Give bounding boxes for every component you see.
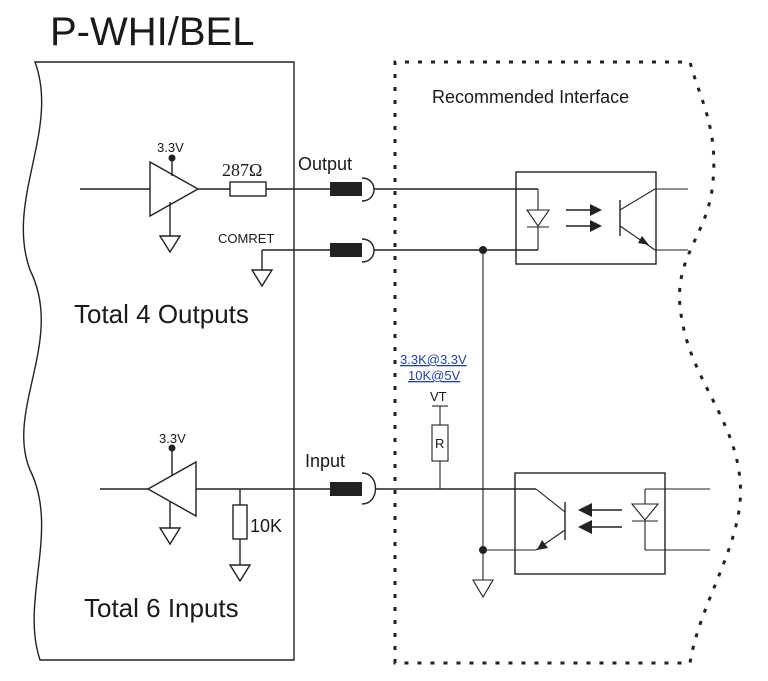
comret-connector-pin — [330, 243, 362, 257]
comret-connector-socket — [361, 238, 375, 263]
input-pulldown-resistor — [232, 504, 248, 540]
output-buffer — [149, 160, 200, 218]
input-label: Input — [305, 451, 345, 471]
input-optocoupler — [514, 472, 666, 575]
output-label: Output — [298, 154, 352, 174]
interface-label: Recommended Interface — [432, 87, 629, 107]
output-connector-socket — [361, 177, 375, 202]
output-circuit: 3.3V 287Ω Output COMRET — [74, 140, 688, 329]
input-connector-pin — [330, 482, 362, 496]
input-connector-socket — [361, 472, 377, 505]
input-junction-dot — [479, 546, 487, 554]
output-connector-pin — [330, 182, 362, 196]
device-block — [22, 61, 295, 661]
pullup-link-5v[interactable]: 10K@5V — [408, 368, 461, 383]
input-pulldown-ground — [228, 564, 252, 583]
output-supply-label: 3.3V — [157, 140, 184, 155]
total-outputs-label: Total 4 Outputs — [74, 299, 249, 329]
output-buffer-ground — [158, 235, 182, 254]
interface-ground — [472, 579, 494, 599]
output-resistor-label: 287Ω — [222, 160, 262, 180]
comret-label: COMRET — [218, 231, 274, 246]
output-optocoupler — [515, 171, 657, 265]
input-circuit: 3.3V 10K Input — [84, 431, 710, 623]
pullup-resistor-label: R — [435, 436, 444, 451]
output-resistor — [229, 181, 267, 197]
input-resistor-label: 10K — [250, 516, 282, 536]
output-supply-dot — [168, 154, 176, 162]
input-supply-label: 3.3V — [159, 431, 186, 446]
input-opto-led — [630, 503, 660, 521]
input-buffer-ground — [158, 527, 182, 546]
total-inputs-label: Total 6 Inputs — [84, 593, 239, 623]
output-opto-led — [525, 209, 551, 227]
input-supply-dot — [168, 444, 176, 452]
diagram-title: P-WHI/BEL — [50, 10, 254, 54]
pullup-circuit: 3.3K@3.3V 10K@5V VT R — [400, 250, 494, 599]
pullup-link-3v3[interactable]: 3.3K@3.3V — [400, 352, 467, 367]
vt-label: VT — [430, 389, 447, 404]
comret-ground — [250, 269, 274, 288]
